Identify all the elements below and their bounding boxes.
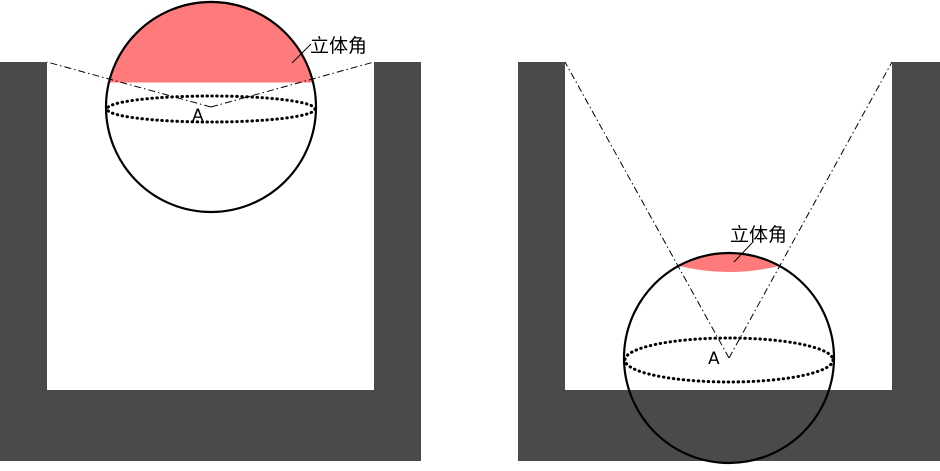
- left-container: [0, 62, 421, 461]
- right-cone: [564, 61, 893, 359]
- left-sphere: [104, 0, 318, 214]
- left-cone-line-right: [210, 61, 375, 108]
- left-cone-line-left: [46, 61, 212, 108]
- right-panel: A 立体角: [518, 61, 940, 465]
- right-cap: [679, 253, 779, 272]
- left-panel: A 立体角: [0, 0, 421, 461]
- right-solid-angle-label: 立体角: [730, 224, 787, 246]
- left-point-label: A: [192, 106, 204, 126]
- left-cap: [108, 0, 314, 84]
- right-container: [518, 62, 940, 461]
- right-equator: [623, 336, 835, 384]
- right-point-label: A: [708, 349, 720, 369]
- left-cone: [46, 61, 375, 108]
- right-cone-line-left: [564, 61, 730, 359]
- left-equator: [105, 94, 317, 124]
- left-label-leader: [291, 43, 312, 64]
- left-solid-angle-label: 立体角: [310, 35, 367, 57]
- left-sphere-outline: [104, 0, 318, 214]
- right-cone-line-right: [728, 61, 893, 359]
- right-label-leader: [733, 242, 753, 263]
